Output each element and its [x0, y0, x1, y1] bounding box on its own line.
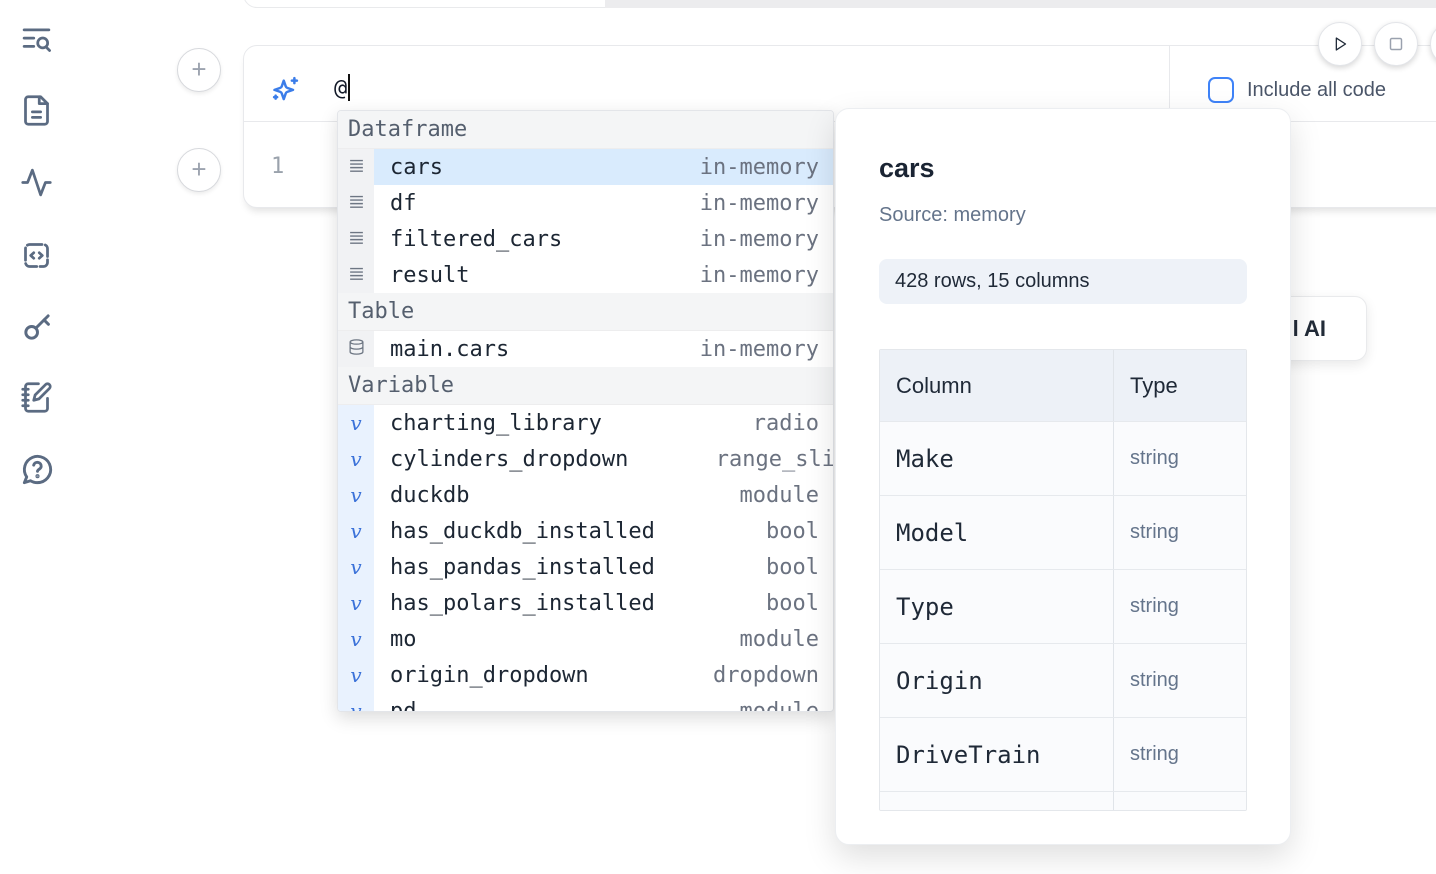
code-snippets-icon[interactable] — [20, 239, 53, 272]
add-cell-button-bottom[interactable]: + — [177, 148, 221, 192]
add-cell-button-top[interactable]: + — [177, 48, 221, 92]
dataframe-rows-icon — [338, 257, 374, 293]
help-chat-icon[interactable] — [20, 452, 55, 487]
stop-button[interactable] — [1374, 22, 1418, 66]
notebook-pen-icon[interactable] — [20, 381, 53, 414]
preview-source: Source: memory — [879, 204, 1026, 226]
file-document-icon[interactable] — [20, 94, 53, 127]
prompt-options-divider — [1169, 46, 1170, 121]
table-row-clipped — [880, 792, 1246, 810]
variable-icon: v — [338, 621, 374, 657]
table-row: DriveTrain string — [880, 718, 1246, 792]
variable-icon: v — [338, 441, 374, 477]
include-all-code-option: Include all code — [1208, 77, 1386, 103]
include-all-code-checkbox[interactable] — [1208, 77, 1234, 103]
dataframe-rows-icon — [338, 149, 374, 185]
variable-icon: v — [338, 549, 374, 585]
preview-title: cars — [879, 153, 935, 183]
line-number: 1 — [271, 154, 285, 179]
run-cell-button[interactable] — [1318, 22, 1362, 66]
dataframe-rows-icon — [338, 185, 374, 221]
table-row: Type string — [880, 570, 1246, 644]
variable-icon: v — [338, 693, 374, 711]
schema-header-row: Column Type — [880, 350, 1246, 422]
table-row: Make string — [880, 422, 1246, 496]
section-header-variable: Variable — [338, 367, 833, 405]
schema-header-type: Type — [1130, 372, 1178, 398]
variable-icon: v — [338, 477, 374, 513]
ai-sparkles-icon — [270, 75, 300, 105]
variable-icon: v — [338, 513, 374, 549]
section-header-dataframe: Dataframe — [338, 111, 833, 149]
include-all-code-label: Include all code — [1247, 78, 1386, 101]
table-row: Model string — [880, 496, 1246, 570]
ai-prompt-input[interactable]: @ — [334, 74, 351, 101]
dataframe-preview-panel: cars Source: memory 428 rows, 15 columns… — [835, 108, 1291, 845]
variable-icon: v — [338, 585, 374, 621]
preview-shape-badge: 428 rows, 15 columns — [879, 259, 1247, 304]
text-cursor — [348, 74, 351, 101]
previous-cell-output-strip — [605, 0, 1436, 8]
dataframe-rows-icon — [338, 221, 374, 257]
table-of-contents-search-icon[interactable] — [20, 23, 53, 56]
prompt-value: @ — [334, 76, 348, 101]
variable-icon: v — [338, 657, 374, 693]
table-row: Origin string — [880, 644, 1246, 718]
section-header-table: Table — [338, 293, 833, 331]
schema-table: Column Type Make string Model string Typ… — [879, 349, 1247, 811]
key-icon[interactable] — [20, 309, 55, 344]
table-database-icon — [338, 331, 374, 367]
activity-icon[interactable] — [20, 166, 53, 199]
variable-icon: v — [338, 405, 374, 441]
schema-header-column: Column — [880, 350, 1114, 421]
